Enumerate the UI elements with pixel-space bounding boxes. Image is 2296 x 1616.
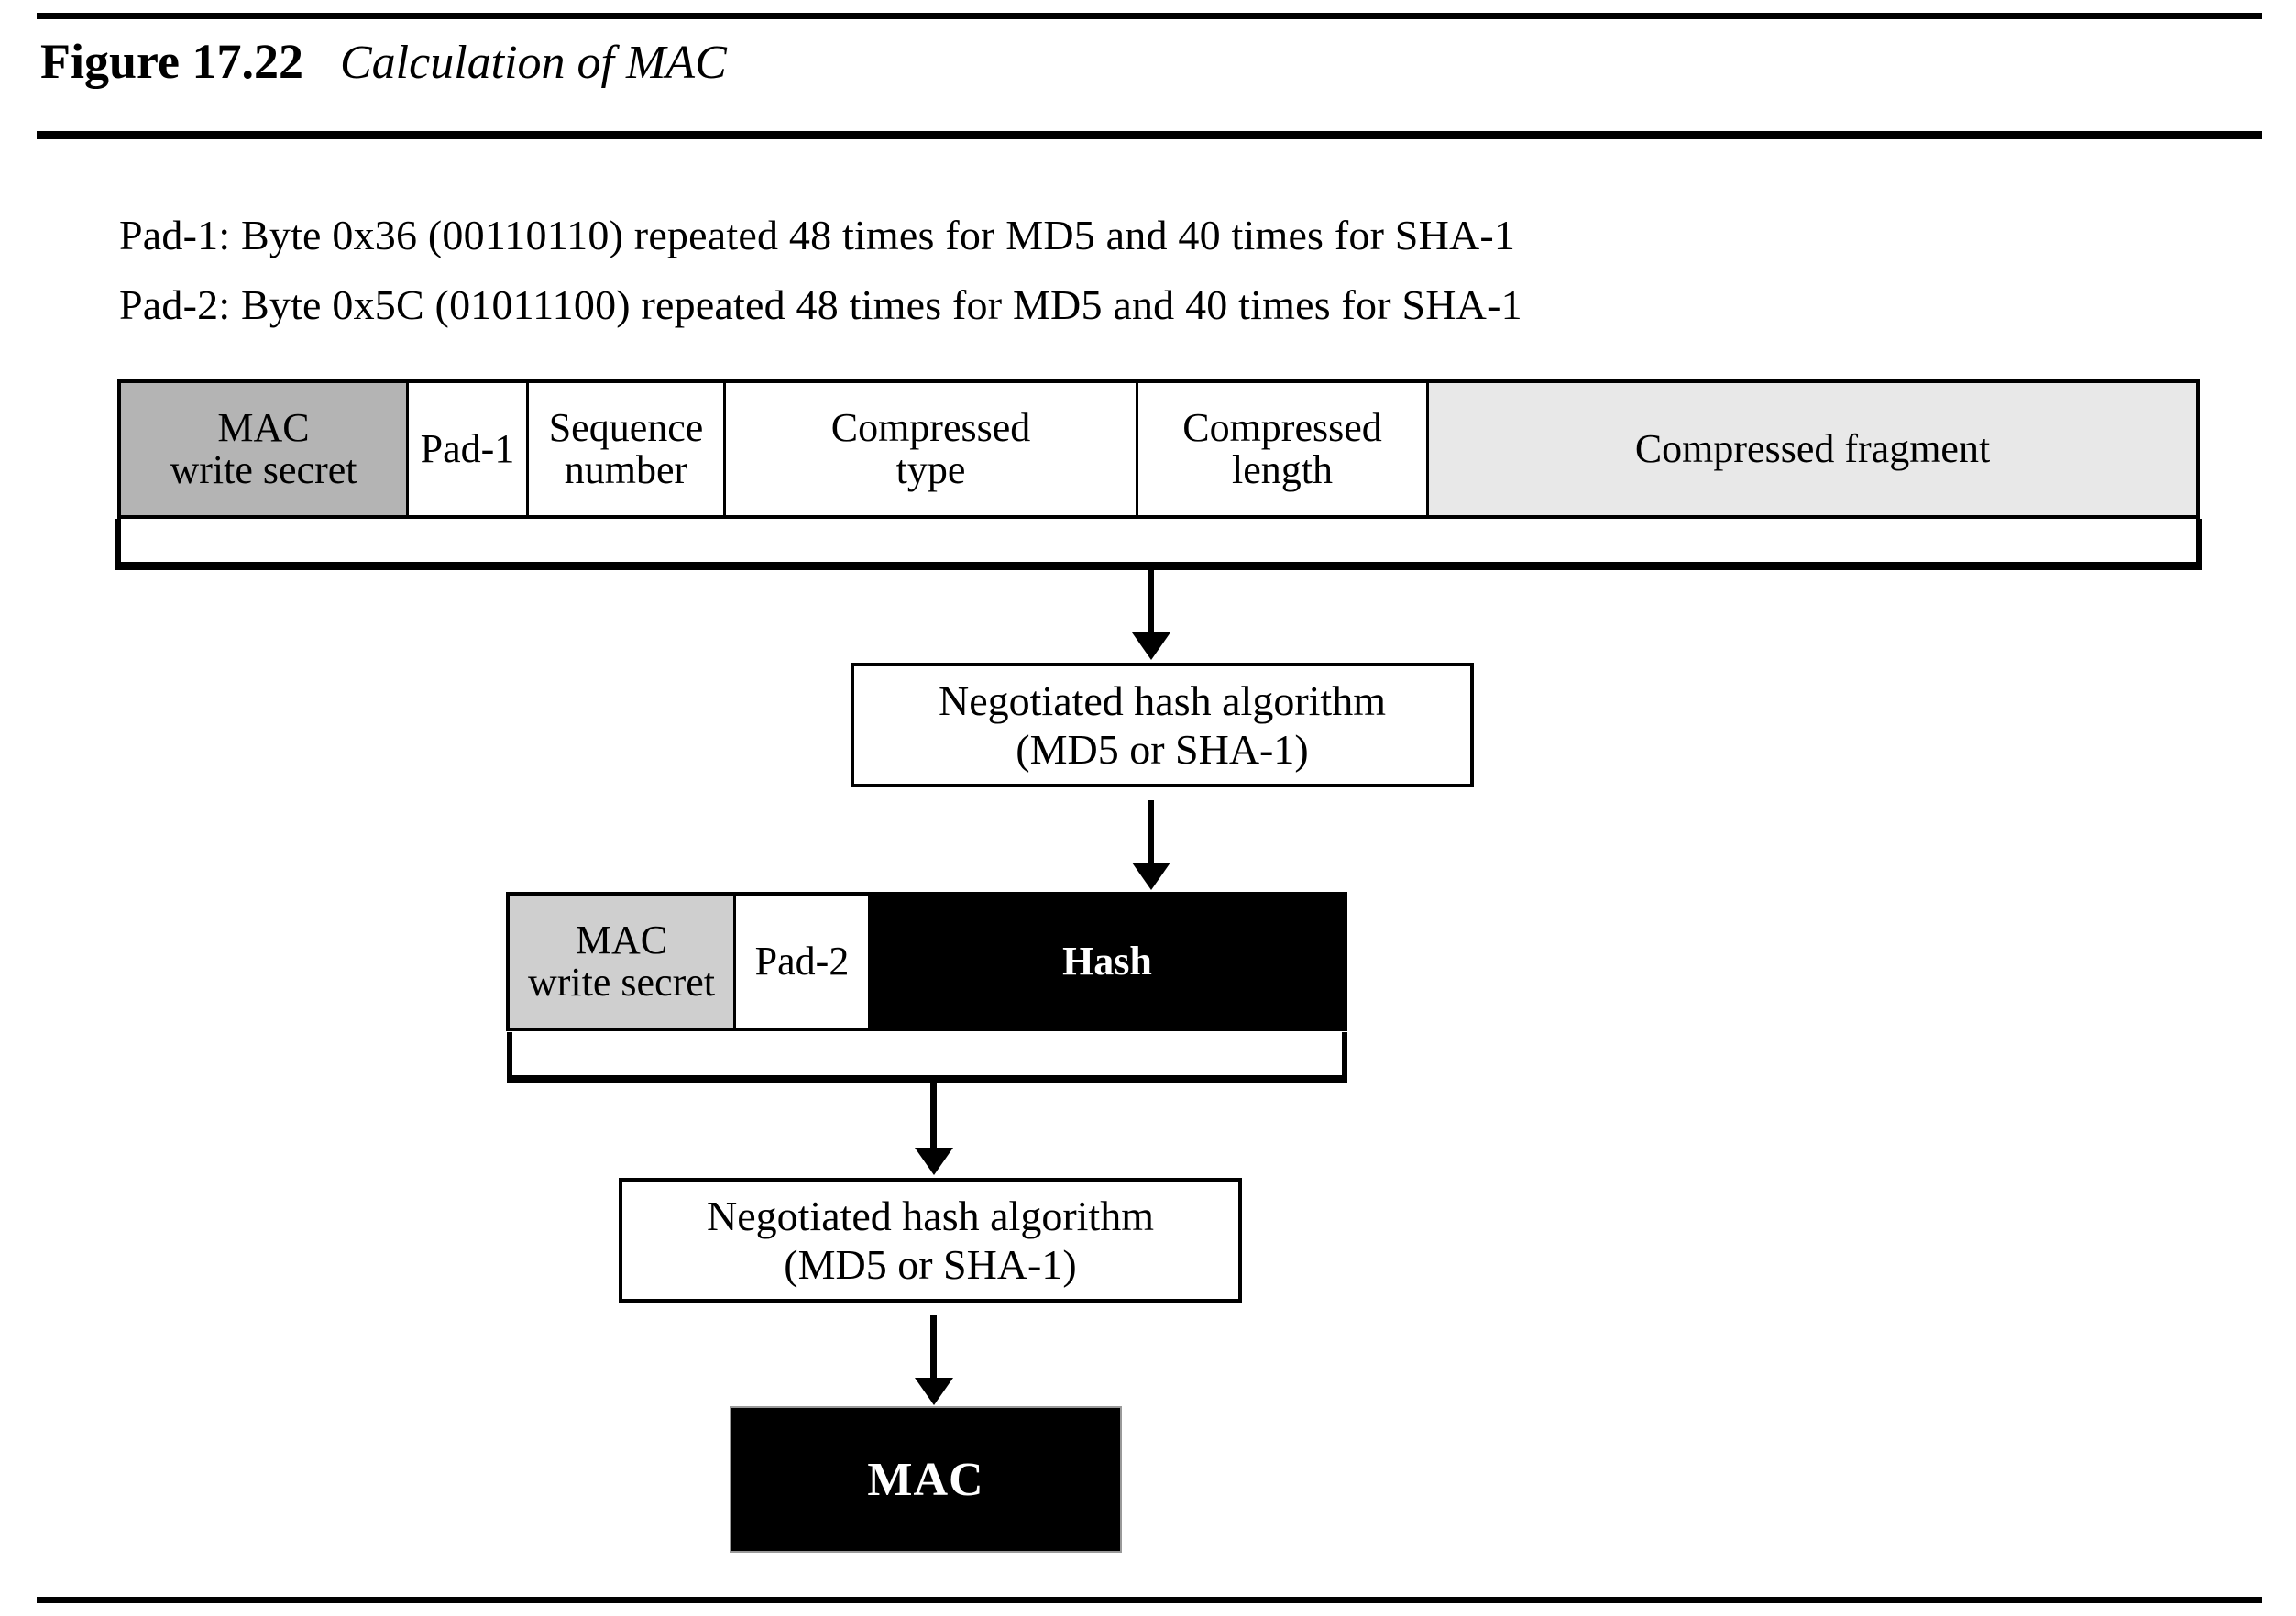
header-rule-top	[37, 13, 2262, 22]
mac-pad2-hash-bar: MAC write secret Pad-2 Hash	[506, 892, 1347, 1031]
bar-segment-compressed-fragment: Compressed fragment	[1429, 383, 2196, 515]
hash-box-line1: Negotiated hash algorithm	[707, 1192, 1154, 1239]
input-concatenation-bar: MAC write secret Pad-1 Sequence number C…	[117, 379, 2200, 519]
hash-box-line2: (MD5 or SHA-1)	[784, 1241, 1077, 1288]
figure-caption: Calculation of MAC	[339, 37, 727, 89]
footer-rule	[37, 1597, 2262, 1603]
segment-label-line2: number	[564, 447, 688, 492]
bracket-mac2	[507, 1032, 1347, 1083]
hash-box-line2: (MD5 or SHA-1)	[1016, 726, 1309, 773]
segment-label-line1: Pad-1	[420, 425, 515, 471]
bar-segment-pad-1: Pad-1	[409, 383, 529, 515]
segment-label-line2: write secret	[170, 447, 357, 492]
bar-segment-compressed-length: Compressed length	[1138, 383, 1429, 515]
bar-segment-mac-write-secret: MAC write secret	[121, 383, 409, 515]
mac-label: MAC	[867, 1453, 984, 1506]
bracket-left-arm	[507, 1032, 512, 1078]
figure-number: Figure 17.22	[40, 34, 303, 89]
segment-label-line1: Sequence	[548, 404, 704, 450]
hash-algorithm-box-2: Negotiated hash algorithm (MD5 or SHA-1)	[619, 1178, 1251, 1312]
bar2-segment-mac-write-secret: MAC write secret	[510, 896, 736, 1028]
bar-segment-sequence-number: Sequence number	[529, 383, 726, 515]
arrow-to-mac	[930, 1315, 937, 1381]
segment-label-line1: MAC	[217, 404, 310, 450]
segment-label-line1: Hash	[1062, 938, 1152, 984]
segment-label-line1: Compressed	[830, 404, 1031, 450]
bar-segment-compressed-type: Compressed type	[726, 383, 1138, 515]
hash-algorithm-box-1: Negotiated hash algorithm (MD5 or SHA-1)	[851, 663, 1483, 797]
bracket-right-arm	[2196, 519, 2202, 565]
segment-label-line1: Compressed	[1182, 404, 1382, 450]
arrow-to-bar-mac2	[1148, 800, 1154, 866]
mac-result-box: MAC	[730, 1406, 1122, 1553]
pad2-note: Pad-2: Byte 0x5C (01011100) repeated 48 …	[119, 281, 1522, 328]
segment-label-line2: length	[1232, 447, 1333, 492]
bracket-top	[115, 519, 2202, 570]
segment-label-line1: Compressed fragment	[1634, 425, 1991, 471]
segment-label-line1: MAC	[575, 917, 668, 962]
page-title: Figure 17.22 Calculation of MAC	[40, 33, 727, 90]
bar2-segment-pad-2: Pad-2	[736, 896, 871, 1028]
header-rule-bottom	[37, 131, 2262, 139]
bracket-right-arm	[1342, 1032, 1347, 1078]
bar2-segment-hash: Hash	[871, 896, 1344, 1028]
segment-label-line1: Pad-2	[754, 938, 850, 984]
segment-label-line2: type	[895, 447, 966, 492]
segment-label-line2: write secret	[528, 960, 715, 1005]
arrow-to-hash-1	[1148, 563, 1154, 636]
pad1-note: Pad-1: Byte 0x36 (00110110) repeated 48 …	[119, 212, 1516, 258]
bracket-left-arm	[115, 519, 121, 565]
hash-box-line1: Negotiated hash algorithm	[939, 676, 1386, 724]
arrow-to-hash-2	[930, 1076, 937, 1151]
bracket-base	[115, 562, 2202, 570]
bracket-base	[507, 1075, 1347, 1083]
